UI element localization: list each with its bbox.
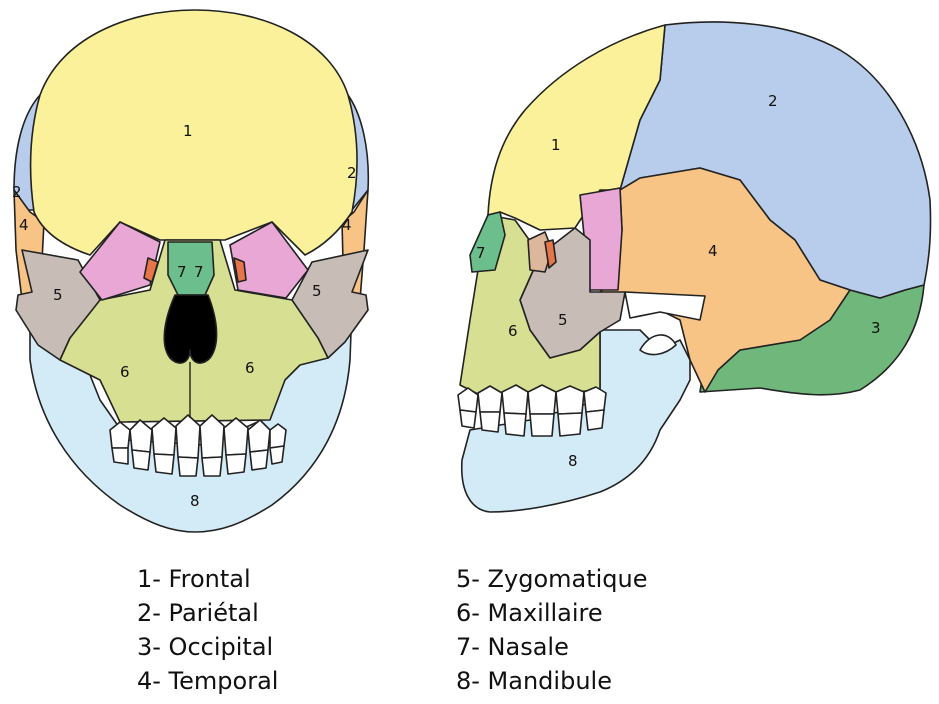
front-label-parietal-left: 2 <box>12 183 22 201</box>
side-label-parietal: 2 <box>768 92 778 110</box>
front-nasal-bones <box>168 242 214 295</box>
front-frontal-bone <box>31 10 357 255</box>
legend-item: 4- Temporal <box>137 664 278 698</box>
front-label-parietal-right: 2 <box>347 164 357 182</box>
front-label-temporal-right: 4 <box>342 216 352 234</box>
side-label-temporal: 4 <box>708 242 718 260</box>
side-skull-view <box>458 22 931 512</box>
front-label-nasal-left: 7 <box>177 263 187 281</box>
skull-illustrations: 1 2 2 4 4 5 5 6 6 7 7 8 <box>0 0 939 556</box>
side-label-zygomatic: 5 <box>558 311 568 329</box>
legend-item: 2- Pariétal <box>137 596 278 630</box>
legend-item: 7- Nasale <box>456 630 648 664</box>
legend-item: 1- Frontal <box>137 562 278 596</box>
front-label-zygomatic-left: 5 <box>53 286 63 304</box>
front-label-maxilla-left: 6 <box>120 363 130 381</box>
front-label-frontal: 1 <box>183 122 193 140</box>
front-skull-view <box>14 10 368 532</box>
side-label-maxilla: 6 <box>508 322 518 340</box>
front-label-maxilla-right: 6 <box>245 359 255 377</box>
legend-item: 5- Zygomatique <box>456 562 648 596</box>
legend-item: 8- Mandibule <box>456 664 648 698</box>
legend-right-column: 5- Zygomatique 6- Maxillaire 7- Nasale 8… <box>456 562 648 698</box>
front-label-temporal-left: 4 <box>19 216 29 234</box>
front-nasal-cavity <box>164 295 216 363</box>
legend-left-column: 1- Frontal 2- Pariétal 3- Occipital 4- T… <box>137 562 278 698</box>
side-label-frontal: 1 <box>551 136 561 154</box>
side-zygomatic-arch <box>625 292 705 320</box>
legend-item: 6- Maxillaire <box>456 596 648 630</box>
side-label-nasal: 7 <box>476 244 486 262</box>
side-label-mandible: 8 <box>568 452 578 470</box>
front-label-nasal-right: 7 <box>194 263 204 281</box>
front-label-mandible: 8 <box>190 492 200 510</box>
legend-item: 3- Occipital <box>137 630 278 664</box>
side-label-occipital: 3 <box>871 319 881 337</box>
front-label-zygomatic-right: 5 <box>312 282 322 300</box>
